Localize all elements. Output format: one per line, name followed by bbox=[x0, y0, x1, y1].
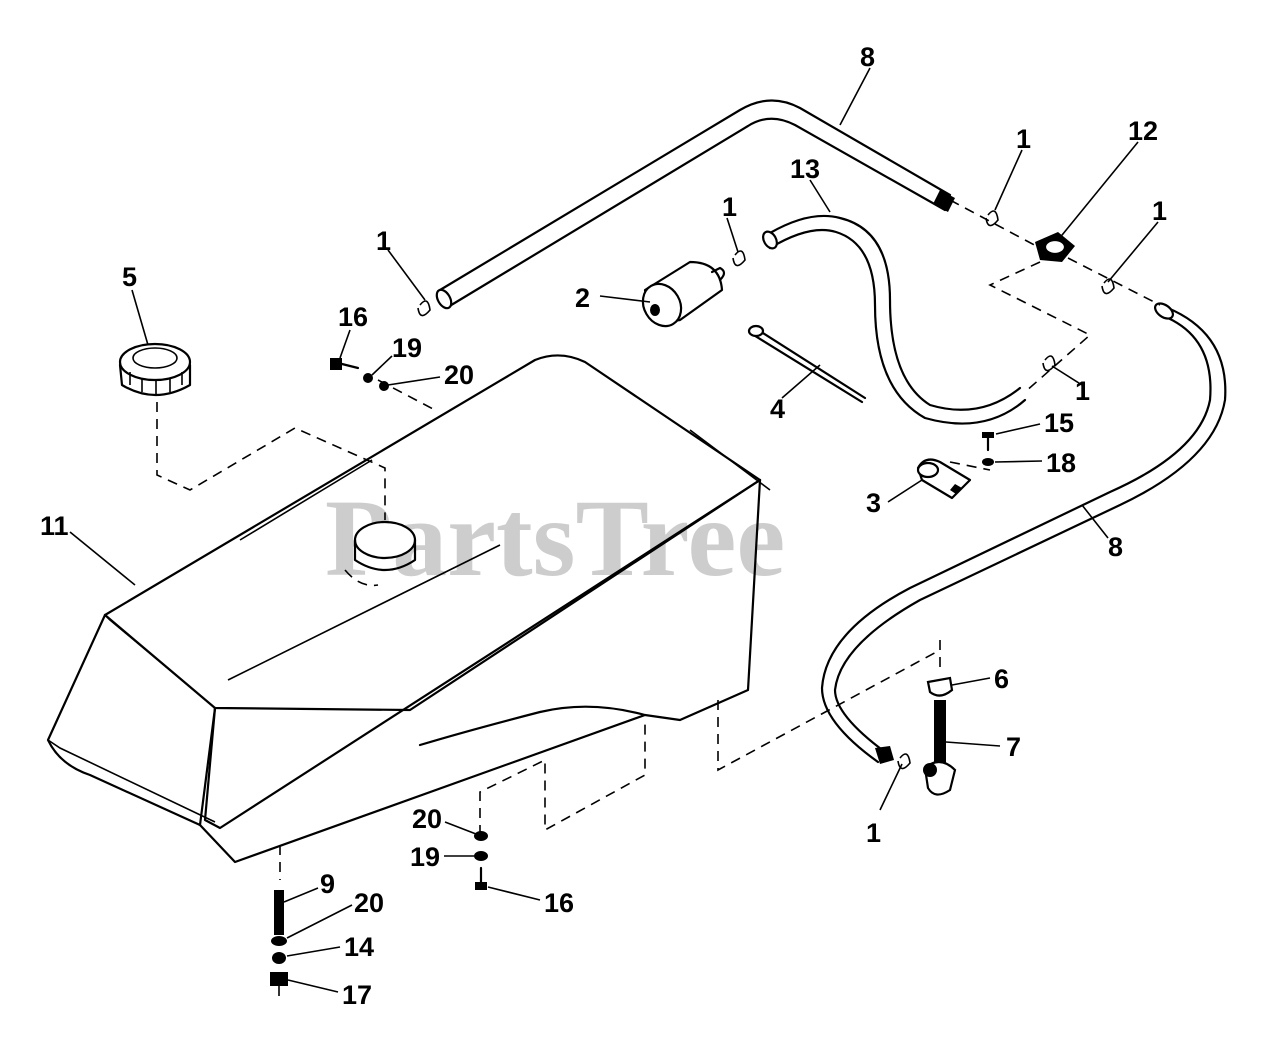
nut-17[interactable] bbox=[270, 972, 288, 1000]
callout-17: 17 bbox=[342, 980, 372, 1010]
dash-screw-to-tank bbox=[377, 379, 436, 411]
dash-screw-to-clip bbox=[949, 461, 991, 471]
dash-cap-to-neck bbox=[156, 402, 386, 520]
callout-3: 3 bbox=[866, 488, 881, 518]
leader-13 bbox=[809, 179, 831, 213]
leader-1-c bbox=[994, 149, 1023, 211]
callout-8: 8 bbox=[1108, 532, 1123, 562]
leader-18 bbox=[994, 460, 1043, 463]
leader-9 bbox=[283, 887, 319, 903]
shutoff-valve[interactable] bbox=[1035, 232, 1075, 262]
washer-19-top[interactable] bbox=[363, 373, 373, 383]
leader-8-bottom bbox=[1081, 504, 1109, 539]
washer-20-lower[interactable] bbox=[271, 936, 287, 946]
leader-7 bbox=[945, 741, 1001, 747]
hose-clamp[interactable] bbox=[1042, 355, 1056, 372]
leader-16-top bbox=[339, 329, 351, 359]
leader-14 bbox=[286, 946, 341, 957]
callout-5: 5 bbox=[122, 262, 137, 292]
dash-valve-to-hose bbox=[1067, 257, 1161, 306]
callout-2: 2 bbox=[575, 283, 590, 313]
callout-1: 1 bbox=[1152, 196, 1167, 226]
callout-16: 16 bbox=[544, 888, 574, 918]
hose-clamp[interactable] bbox=[417, 300, 431, 317]
callout-18: 18 bbox=[1046, 448, 1076, 478]
callout-19: 19 bbox=[392, 333, 422, 363]
callout-12: 12 bbox=[1128, 116, 1158, 146]
washer-20-top[interactable] bbox=[379, 381, 389, 391]
callout-6: 6 bbox=[994, 664, 1009, 694]
leader-1-b bbox=[726, 217, 739, 253]
washer-18[interactable] bbox=[982, 458, 994, 466]
dash-bracket-to-valve bbox=[717, 649, 941, 772]
fuel-hose-13[interactable] bbox=[760, 214, 1027, 425]
fuel-hose-lower[interactable] bbox=[820, 300, 1227, 764]
callout-20: 20 bbox=[354, 888, 384, 918]
dash-valve-to-hose13 bbox=[988, 261, 1092, 393]
leader-1-e bbox=[1051, 365, 1083, 386]
lockwasher-14[interactable] bbox=[272, 952, 286, 964]
washer-19-bottom[interactable] bbox=[474, 851, 488, 861]
leader-12 bbox=[1057, 141, 1139, 241]
leader-2 bbox=[599, 295, 651, 303]
hose-clamp[interactable] bbox=[897, 753, 911, 770]
leader-6 bbox=[951, 677, 991, 686]
fuel-valve-stem[interactable] bbox=[923, 700, 957, 796]
washer-20-bottom[interactable] bbox=[474, 831, 488, 841]
callout-15: 15 bbox=[1044, 408, 1074, 438]
dash-hose-to-valve bbox=[949, 199, 1041, 249]
callout-1: 1 bbox=[1075, 376, 1090, 406]
fuel-hose-upper[interactable] bbox=[434, 99, 955, 310]
callout-13: 13 bbox=[790, 154, 820, 184]
callout-16: 16 bbox=[338, 302, 368, 332]
hose-clamp[interactable] bbox=[1101, 278, 1115, 295]
hose-clamp[interactable] bbox=[985, 210, 999, 227]
leader-20-bottom bbox=[444, 821, 477, 835]
callout-1: 1 bbox=[722, 192, 737, 222]
dash-lower-bolts bbox=[479, 720, 646, 835]
leader-11 bbox=[69, 531, 136, 586]
callout-7: 7 bbox=[1006, 732, 1021, 762]
callout-8: 8 bbox=[860, 42, 875, 72]
callout-1: 1 bbox=[866, 818, 881, 848]
leader-8-top bbox=[839, 67, 871, 126]
leader-20-lower bbox=[286, 904, 353, 939]
callout-14: 14 bbox=[344, 932, 374, 962]
screw-16-top[interactable] bbox=[330, 358, 360, 370]
leader-5 bbox=[131, 289, 149, 346]
fuel-filter[interactable] bbox=[635, 260, 726, 333]
leader-3 bbox=[887, 479, 923, 503]
fuel-cap[interactable] bbox=[118, 342, 192, 396]
screw-16-bottom[interactable] bbox=[475, 866, 487, 890]
leader-4 bbox=[781, 364, 821, 399]
leader-20-top bbox=[387, 376, 441, 386]
stud-9[interactable] bbox=[274, 890, 284, 935]
fuel-tank[interactable] bbox=[46, 354, 771, 864]
callout-4: 4 bbox=[770, 394, 785, 424]
hose-clip[interactable] bbox=[916, 458, 972, 500]
leader-15 bbox=[995, 423, 1041, 435]
callout-11: 11 bbox=[40, 511, 69, 541]
leader-1-a bbox=[387, 249, 426, 301]
callout-1: 1 bbox=[1016, 124, 1031, 154]
leader-1-d bbox=[1107, 221, 1159, 283]
leader-16-bottom bbox=[487, 886, 541, 901]
callout-20: 20 bbox=[444, 360, 474, 390]
callout-9: 9 bbox=[320, 869, 335, 899]
leader-19-top bbox=[371, 355, 393, 376]
screw-15[interactable] bbox=[982, 432, 994, 452]
leader-1-f bbox=[879, 763, 903, 811]
fuel-valve-nut[interactable] bbox=[926, 676, 954, 697]
callout-1: 1 bbox=[376, 226, 391, 256]
callout-19: 19 bbox=[410, 842, 440, 872]
leader-17 bbox=[287, 979, 339, 993]
hose-clamp[interactable] bbox=[732, 250, 746, 267]
callout-20: 20 bbox=[412, 804, 442, 834]
cable-tie[interactable] bbox=[747, 324, 867, 404]
